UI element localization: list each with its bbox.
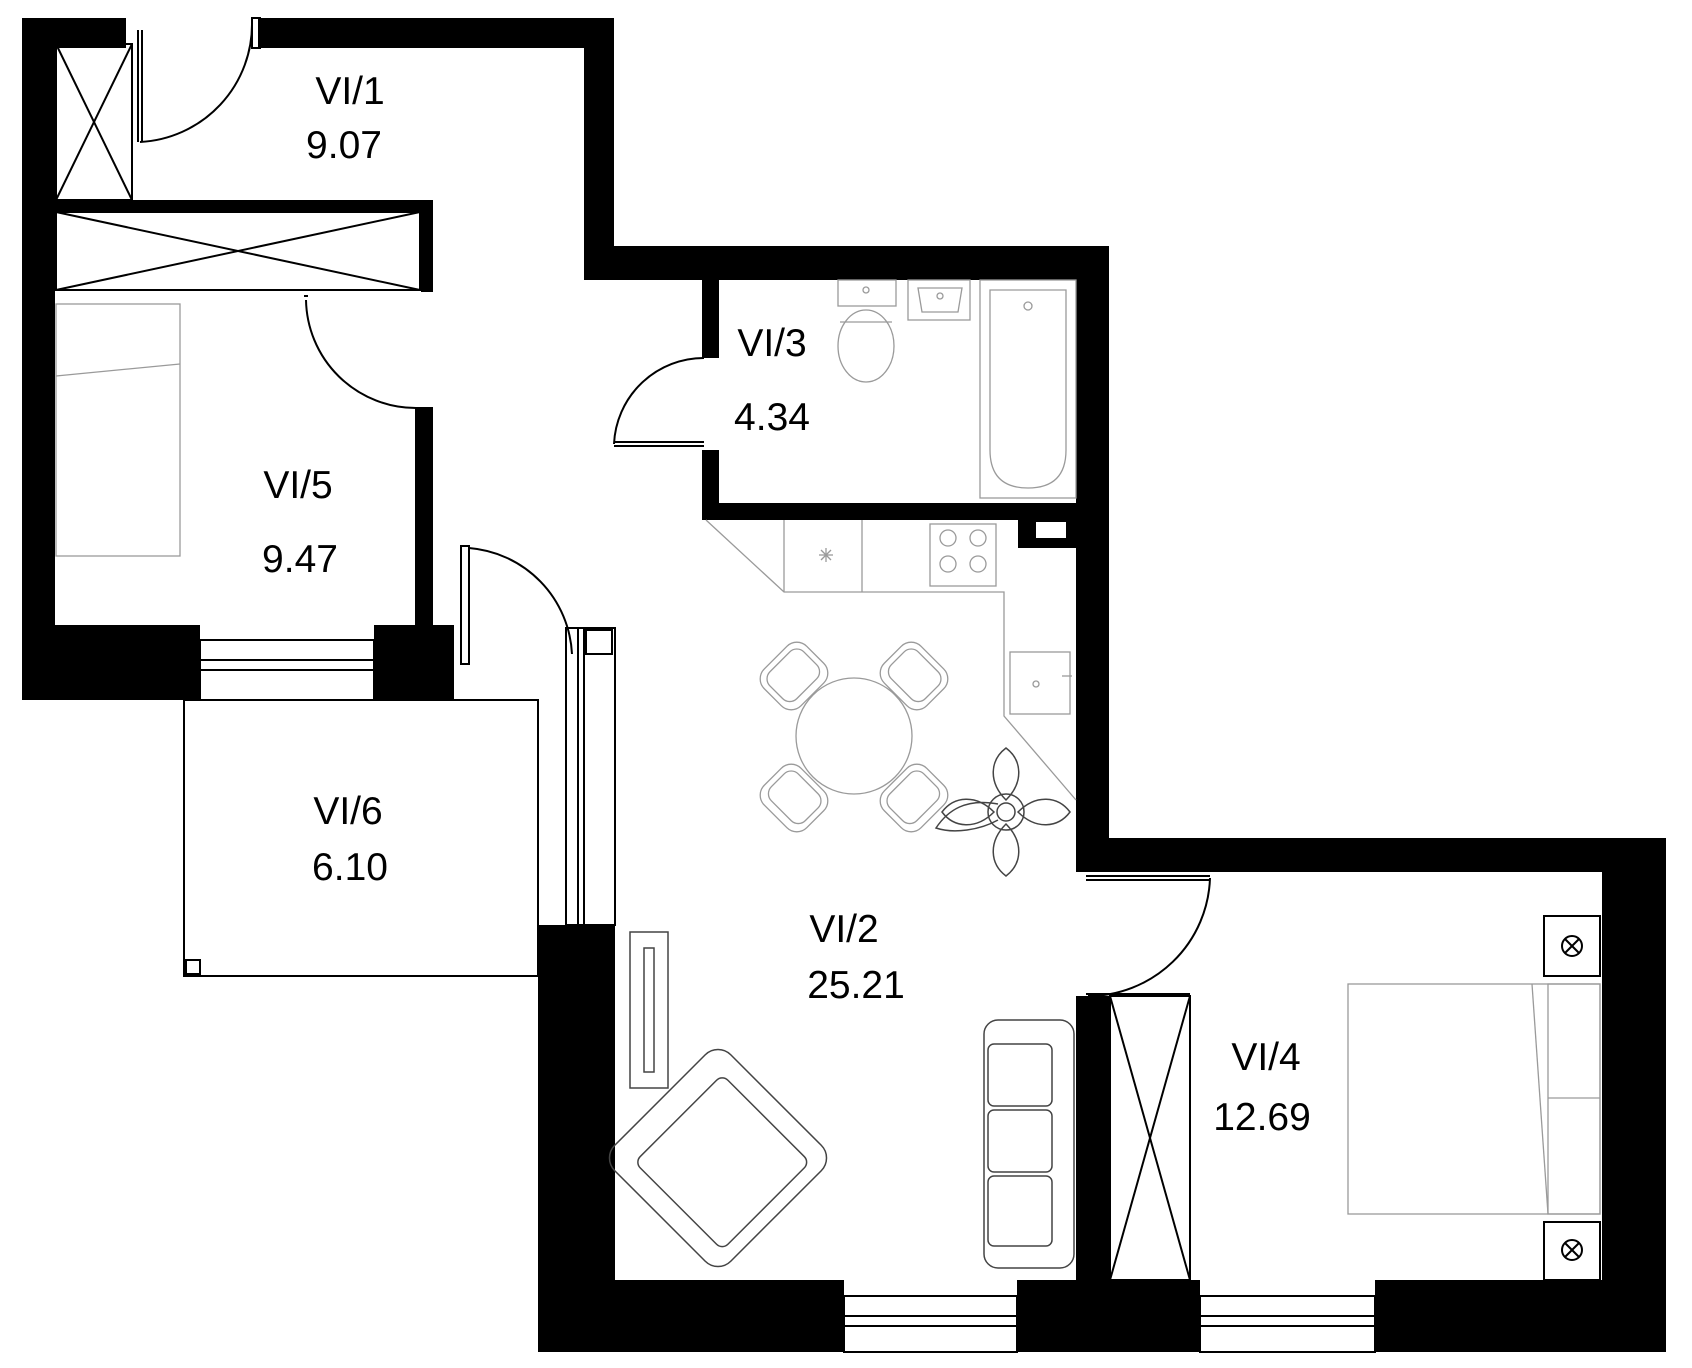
room-code: VI/6 xyxy=(313,790,382,833)
wall xyxy=(584,246,1109,280)
wall xyxy=(702,450,719,510)
room-area: 9.47 xyxy=(262,538,338,581)
room-code: VI/4 xyxy=(1231,1036,1300,1079)
room-labels: VI/1 9.07 VI/2 25.21 VI/3 4.34 VI/4 12.6… xyxy=(262,70,1311,1139)
wall xyxy=(258,18,614,48)
wall xyxy=(415,407,433,631)
washbasin xyxy=(907,279,971,321)
bed xyxy=(55,303,181,557)
room-label: VI/1 9.07 xyxy=(306,70,385,167)
wall xyxy=(421,200,433,292)
balcony-door-frame xyxy=(565,627,616,926)
plant-icon xyxy=(934,747,1071,877)
room-area: 12.69 xyxy=(1213,1096,1311,1139)
bathroom-door xyxy=(613,356,705,447)
wardrobe xyxy=(55,211,421,291)
nightstand xyxy=(1543,915,1601,977)
room-label: VI/4 12.69 xyxy=(1213,1036,1311,1139)
toilet xyxy=(837,279,897,383)
living-furniture xyxy=(608,931,1075,1269)
walls xyxy=(22,18,1666,1352)
room-code: VI/2 xyxy=(809,908,878,951)
window xyxy=(843,1295,1018,1353)
room-area: 9.07 xyxy=(306,124,382,167)
dining-set xyxy=(759,641,949,833)
wall xyxy=(55,200,433,212)
wall xyxy=(1602,838,1666,1350)
room-code: VI/5 xyxy=(263,464,332,507)
room-label: VI/5 9.47 xyxy=(262,464,338,581)
wardrobe xyxy=(55,43,133,201)
bedroom-door xyxy=(304,295,417,409)
room-area: 25.21 xyxy=(807,964,905,1007)
wall xyxy=(22,200,55,700)
wall xyxy=(1375,1280,1666,1352)
asterisk-icon xyxy=(819,548,833,562)
entrance-door xyxy=(137,17,261,143)
doors xyxy=(137,17,1211,997)
windows xyxy=(199,627,1376,1353)
wall xyxy=(702,503,1080,520)
dining-chair xyxy=(759,763,829,833)
bathtub xyxy=(979,279,1077,499)
wall xyxy=(1017,1280,1200,1352)
wall xyxy=(584,18,614,280)
kitchen-counter xyxy=(705,519,1077,801)
wall xyxy=(702,276,719,358)
wall xyxy=(1076,996,1109,1286)
room-area: 4.34 xyxy=(734,396,810,439)
dining-chair xyxy=(879,763,949,833)
kitchen xyxy=(705,519,1077,801)
room-code: VI/3 xyxy=(737,322,806,365)
bathroom-fixtures xyxy=(837,279,1077,499)
wardrobe xyxy=(1109,995,1191,1281)
armchair xyxy=(608,1048,828,1268)
dining-table xyxy=(795,677,913,795)
wall xyxy=(1076,246,1109,842)
wall xyxy=(538,925,615,1352)
dining-chair xyxy=(879,641,949,711)
room-label: VI/6 6.10 xyxy=(312,790,388,889)
balcony-door xyxy=(460,545,573,665)
room-label: VI/2 25.21 xyxy=(807,908,905,1007)
bedroom-door xyxy=(1086,875,1211,997)
nightstand xyxy=(1543,1221,1601,1281)
room-area: 6.10 xyxy=(312,846,388,889)
dining-chair xyxy=(759,641,829,711)
wall xyxy=(1076,838,1666,872)
cooktop xyxy=(929,523,997,587)
wall xyxy=(22,625,200,700)
room-label: VI/3 4.34 xyxy=(734,322,810,439)
kitchen-sink xyxy=(1009,651,1072,715)
tv-unit xyxy=(629,931,669,1089)
sofa xyxy=(983,1019,1075,1269)
window xyxy=(1199,1295,1376,1353)
bedroom-furniture xyxy=(55,303,1601,1281)
room-code: VI/1 xyxy=(315,70,384,113)
window xyxy=(199,639,375,701)
wardrobes xyxy=(55,43,1191,1281)
balcony xyxy=(183,699,539,977)
wall xyxy=(374,625,454,700)
bed xyxy=(1347,983,1601,1215)
wall xyxy=(22,18,55,200)
